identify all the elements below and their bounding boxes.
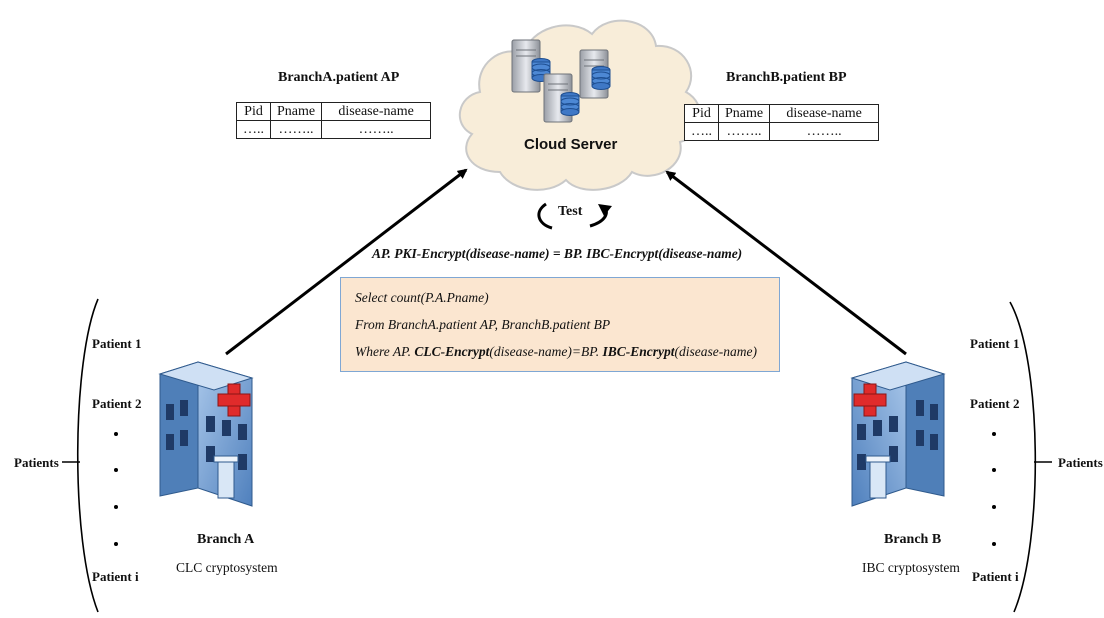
table-a-cell: ….. <box>236 120 271 139</box>
right-patient-dots <box>992 432 996 546</box>
right-patients-bracket <box>1009 301 1037 613</box>
branch-a-patients-label: Patients <box>14 455 59 470</box>
hospital-building-a-icon <box>159 361 253 507</box>
query-where-prefix: Where AP. <box>355 344 415 359</box>
branch-b-patient-first: Patient 1 <box>970 336 1020 351</box>
branch-a-patient-second: Patient 2 <box>92 396 142 411</box>
branch-a-patient-first: Patient 1 <box>92 336 142 351</box>
query-box: Select count(P.A.Pname) From BranchA.pat… <box>340 277 780 372</box>
server-icon-1 <box>511 39 551 93</box>
table-b-cell: …….. <box>717 122 771 141</box>
hospital-building-b-icon <box>851 361 945 507</box>
table-a: Pid Pname disease-name ….. …….. …….. <box>236 102 432 139</box>
table-b-header-cell: disease-name <box>769 104 880 123</box>
encryption-equality-formula: AP. PKI-Encrypt(disease-name) = BP. IBC-… <box>372 246 743 261</box>
query-line-select: Select count(P.A.Pname) <box>355 290 489 305</box>
arrow-branch-a-to-cloud <box>225 168 468 356</box>
table-a-header-cell: Pname <box>269 102 323 121</box>
table-b: Pid Pname disease-name ….. …….. …….. <box>684 104 880 141</box>
table-b-title: BranchB.patient BP <box>726 70 847 85</box>
table-b-header-cell: Pname <box>717 104 771 123</box>
branch-b-patient-last: Patient i <box>972 569 1019 584</box>
table-a-cell: …….. <box>269 120 323 139</box>
query-line-where: Where AP. CLC-Encrypt(disease-name)=BP. … <box>355 338 765 365</box>
query-clc-encrypt: CLC-Encrypt <box>414 344 490 359</box>
branch-a-name: Branch A <box>197 532 255 547</box>
query-line-from: From BranchA.patient AP, BranchB.patient… <box>355 317 611 332</box>
server-icon-3 <box>543 73 580 123</box>
left-patient-dots <box>114 432 118 546</box>
table-a-header-row: Pid Pname disease-name <box>236 102 432 121</box>
test-rotate-left-icon <box>537 202 553 230</box>
branch-a-cryptosystem: CLC cryptosystem <box>176 560 278 575</box>
left-patients-bracket <box>76 298 99 613</box>
table-a-header-cell: disease-name <box>321 102 432 121</box>
table-a-cell: …….. <box>321 120 432 139</box>
table-b-row: ….. …….. …….. <box>684 122 880 141</box>
table-b-cell: ….. <box>684 122 719 141</box>
table-b-header-cell: Pid <box>684 104 719 123</box>
test-label: Test <box>558 204 583 219</box>
test-arrowhead-icon <box>598 204 612 216</box>
query-where-suffix: (disease-name) <box>674 344 757 359</box>
cloud-server-title: Cloud Server <box>524 136 618 153</box>
branch-b-cryptosystem: IBC cryptosystem <box>862 560 960 575</box>
table-a-title: BranchA.patient AP <box>278 70 400 85</box>
server-icon-2 <box>579 49 611 99</box>
arrow-branch-b-to-cloud <box>665 170 907 356</box>
query-where-mid: (disease-name)=BP. <box>489 344 603 359</box>
cloud-shape <box>458 19 702 191</box>
table-a-header-cell: Pid <box>236 102 271 121</box>
table-b-header-row: Pid Pname disease-name <box>684 104 880 123</box>
branch-a-patient-last: Patient i <box>92 569 139 584</box>
query-ibc-encrypt: IBC-Encrypt <box>602 344 675 359</box>
branch-b-patient-second: Patient 2 <box>970 396 1020 411</box>
table-b-cell: …….. <box>769 122 880 141</box>
branch-b-name: Branch B <box>884 532 942 547</box>
branch-b-patients-label: Patients <box>1058 455 1103 470</box>
table-a-row: ….. …….. …….. <box>236 120 432 139</box>
